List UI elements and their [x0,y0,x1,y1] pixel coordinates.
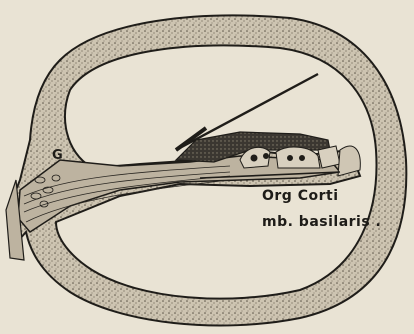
ganglion-label: G [52,148,63,163]
basilar-membrane-label: mb. basilaris . [262,214,381,230]
organ-of-corti-label: Org Corti [262,188,339,204]
organ-of-corti [240,146,340,168]
